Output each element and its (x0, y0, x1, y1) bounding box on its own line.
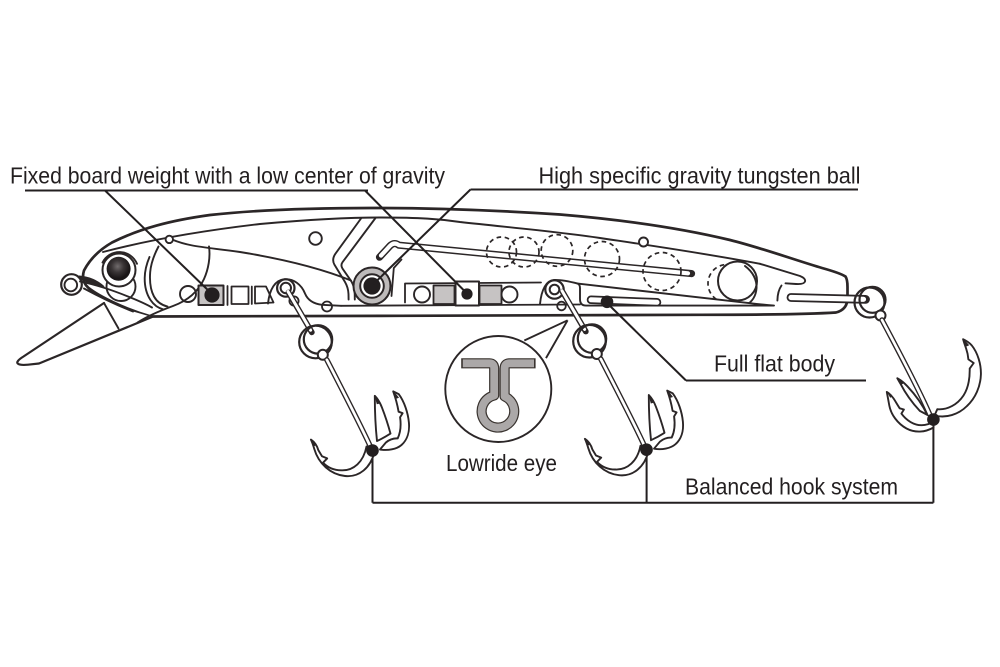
svg-text:Lowride eye: Lowride eye (446, 450, 557, 476)
svg-text:Fixed board weight with a low: Fixed board weight with a low center of … (10, 163, 445, 189)
svg-text:Full flat body: Full flat body (714, 351, 835, 377)
svg-text:Balanced hook system: Balanced hook system (685, 474, 898, 500)
svg-text:High specific gravity tungsten: High specific gravity tungsten ball (539, 163, 861, 189)
